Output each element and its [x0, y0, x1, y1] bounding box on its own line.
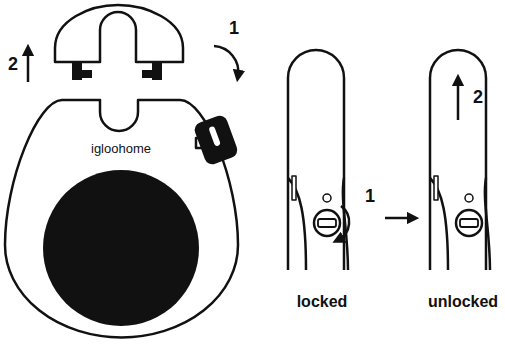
shackle-leg	[142, 62, 162, 80]
shackle-leg	[72, 62, 92, 80]
shackle	[55, 5, 183, 62]
window	[434, 176, 438, 200]
callout-number: 1	[365, 187, 375, 205]
lock-side	[430, 50, 486, 270]
keypad	[43, 170, 199, 326]
keyhole	[456, 210, 482, 236]
body-edge	[430, 178, 490, 270]
dot	[323, 194, 331, 202]
body-edge	[288, 178, 348, 270]
window	[292, 176, 296, 200]
keyhole-slot	[318, 219, 336, 227]
dot	[465, 194, 473, 202]
brand-label: igloohome	[91, 142, 151, 155]
lift-arrow	[457, 80, 460, 120]
state-label: unlocked	[428, 294, 498, 310]
turn-arrow	[338, 206, 349, 240]
state-label: locked	[297, 294, 348, 310]
step-arrow	[385, 217, 413, 220]
lift-arrow	[27, 50, 30, 82]
turn-arrow	[214, 46, 238, 76]
callout-number: 2	[473, 88, 483, 106]
callout-number: 2	[8, 55, 18, 73]
callout-number: 1	[229, 19, 239, 37]
lock-side	[288, 50, 344, 270]
key	[193, 114, 240, 167]
keyhole-slot	[460, 219, 478, 227]
keyhole	[314, 210, 340, 236]
